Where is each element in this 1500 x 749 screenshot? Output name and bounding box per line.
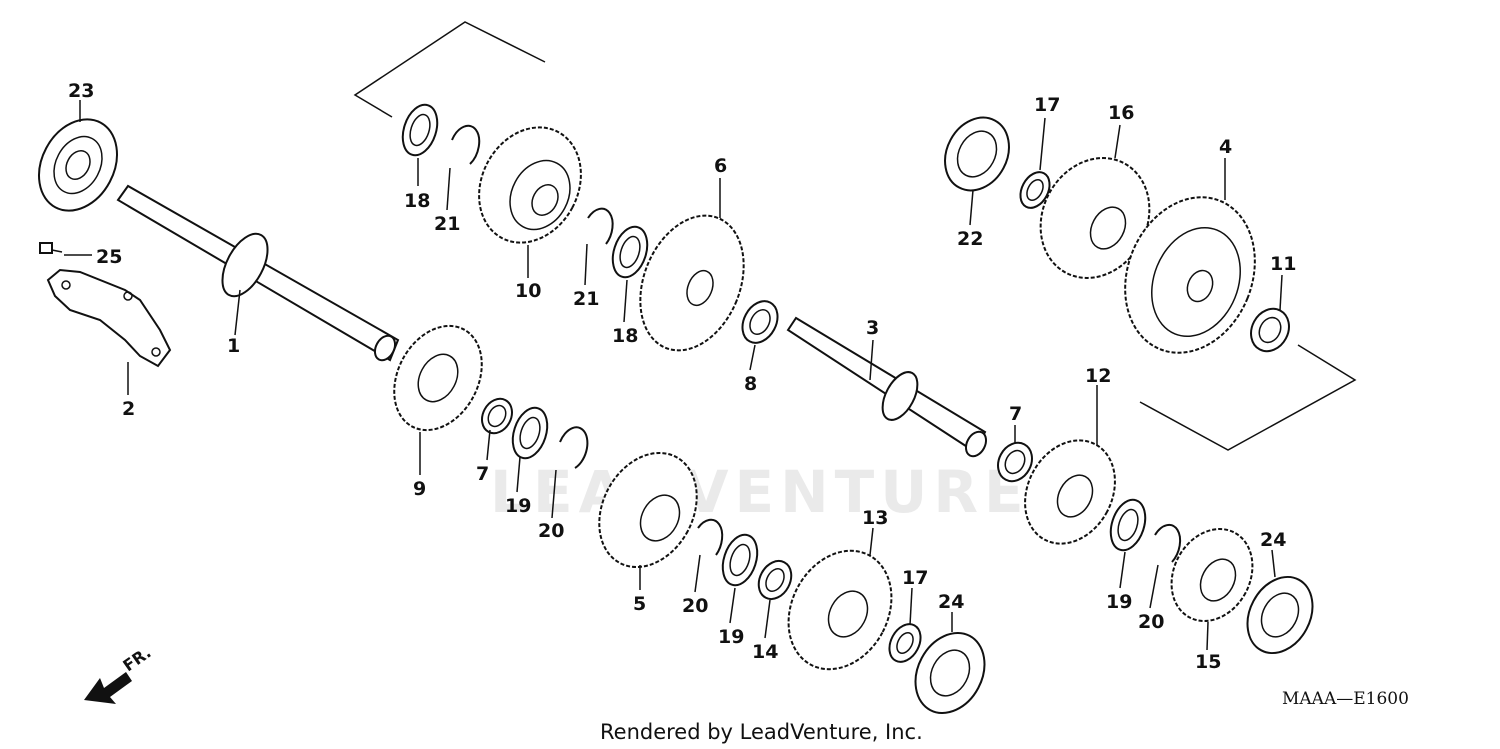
gear-5[interactable] — [580, 436, 716, 584]
thrust-washer-17a[interactable] — [1015, 167, 1056, 213]
callout-17a[interactable]: 17 — [1034, 94, 1060, 116]
footer-credit: Rendered by LeadVenture, Inc. — [600, 720, 923, 744]
callout-8[interactable]: 8 — [744, 373, 757, 395]
callout-19a[interactable]: 19 — [505, 495, 531, 517]
callout-14[interactable]: 14 — [752, 641, 778, 663]
callout-15[interactable]: 15 — [1195, 651, 1221, 673]
bush-8[interactable] — [736, 295, 785, 349]
splined-washer-19c[interactable] — [1105, 495, 1152, 554]
diagram-code: MAAA—E1600 — [1282, 689, 1409, 709]
callout-20b[interactable]: 20 — [682, 595, 708, 617]
callout-24a[interactable]: 24 — [938, 591, 964, 613]
bracket-top-left — [353, 21, 546, 118]
callout-3[interactable]: 3 — [866, 317, 879, 339]
splined-washer-19b[interactable] — [717, 530, 764, 589]
gear-6[interactable] — [621, 200, 762, 366]
callout-21b[interactable]: 21 — [573, 288, 599, 310]
countershaft-3[interactable] — [786, 316, 990, 460]
callout-25[interactable]: 25 — [96, 246, 122, 268]
callout-12[interactable]: 12 — [1085, 365, 1111, 387]
bearing-23[interactable] — [24, 106, 133, 225]
callout-1[interactable]: 1 — [227, 335, 240, 357]
callout-10[interactable]: 10 — [515, 280, 541, 302]
callout-13[interactable]: 13 — [862, 507, 888, 529]
callout-23[interactable]: 23 — [68, 80, 94, 102]
leader-lines — [79, 100, 1283, 651]
splined-washer-19a[interactable] — [507, 403, 554, 462]
gear-15[interactable] — [1156, 515, 1268, 635]
callout-22[interactable]: 22 — [957, 228, 983, 250]
needle-bearing-14[interactable] — [752, 555, 797, 604]
callout-4[interactable]: 4 — [1219, 136, 1232, 158]
bearing-24b[interactable] — [1235, 566, 1326, 665]
callout-19b[interactable]: 19 — [718, 626, 744, 648]
callout-9[interactable]: 9 — [413, 478, 426, 500]
needle-bearing-7b[interactable] — [991, 437, 1038, 487]
gear-4[interactable] — [1103, 178, 1278, 373]
callout-2[interactable]: 2 — [122, 398, 135, 420]
gear-9[interactable] — [377, 311, 499, 446]
bracket-plate-2[interactable] — [46, 268, 172, 368]
callout-20a[interactable]: 20 — [538, 520, 564, 542]
circlip-20c[interactable] — [1154, 523, 1182, 563]
callout-11[interactable]: 11 — [1270, 253, 1296, 275]
gear-10[interactable] — [459, 109, 600, 260]
main-shaft-1[interactable] — [116, 184, 400, 364]
callout-18b[interactable]: 18 — [612, 325, 638, 347]
watermark: LEADVENTURE — [490, 458, 1030, 526]
gear-13[interactable] — [769, 533, 912, 688]
callout-6[interactable]: 6 — [714, 155, 727, 177]
gear-12[interactable] — [1008, 425, 1133, 560]
callout-18a[interactable]: 18 — [404, 190, 430, 212]
circlip-21a[interactable] — [451, 124, 481, 165]
splined-washer-18b[interactable] — [607, 222, 654, 281]
needle-bearing-11[interactable] — [1244, 302, 1296, 358]
front-label: FR. — [119, 643, 154, 676]
circlip-20a[interactable] — [559, 426, 589, 469]
callout-21a[interactable]: 21 — [434, 213, 460, 235]
bearing-22[interactable] — [933, 106, 1022, 201]
splined-washer-18a[interactable] — [397, 100, 444, 159]
callout-7b[interactable]: 7 — [1009, 403, 1022, 425]
front-arrow-icon — [84, 672, 132, 704]
callouts: 23 25 1 2 9 7 19 20 18 21 10 21 18 6 8 3… — [68, 80, 1296, 673]
bearing-24a[interactable] — [902, 621, 998, 725]
callout-7a[interactable]: 7 — [476, 463, 489, 485]
circlip-21b[interactable] — [587, 207, 614, 245]
bolt-25[interactable] — [39, 242, 63, 254]
callout-20c[interactable]: 20 — [1138, 611, 1164, 633]
thrust-washer-17b[interactable] — [883, 619, 927, 667]
bracket-right — [1139, 344, 1357, 451]
callout-24b[interactable]: 24 — [1260, 529, 1286, 551]
callout-16[interactable]: 16 — [1108, 102, 1134, 124]
circlip-20b[interactable] — [697, 518, 724, 556]
needle-bearing-7a[interactable] — [476, 394, 518, 439]
callout-5[interactable]: 5 — [633, 593, 646, 615]
callout-19c[interactable]: 19 — [1106, 591, 1132, 613]
callout-17b[interactable]: 17 — [902, 567, 928, 589]
